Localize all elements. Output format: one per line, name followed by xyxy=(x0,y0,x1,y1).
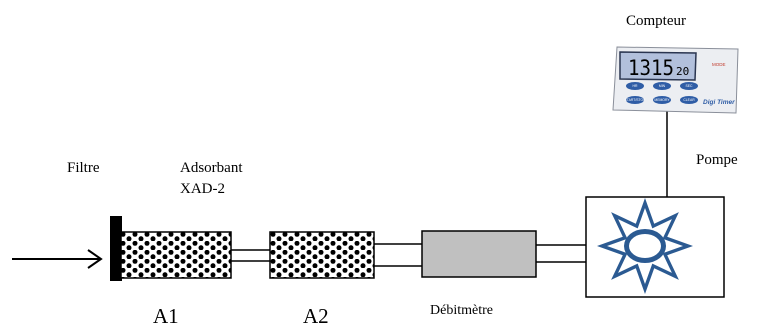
svg-text:CLEAR: CLEAR xyxy=(683,98,695,102)
svg-text:SEC: SEC xyxy=(686,84,694,88)
timer-button: MIN xyxy=(653,82,671,90)
timer-button: MEMORY xyxy=(653,96,671,104)
svg-text:MIN: MIN xyxy=(659,84,666,88)
pump-star-icon xyxy=(597,198,693,294)
timer-button: CLEAR xyxy=(680,96,698,104)
label-filtre: Filtre xyxy=(67,160,100,176)
digital-timer: 1315 20 MODE HR MIN SEC START/STOP MEMOR… xyxy=(612,46,739,114)
pump-star-core-hole xyxy=(629,234,661,258)
timer-display: 1315 xyxy=(628,56,674,80)
connector-a1-a2 xyxy=(231,249,270,262)
label-xad2: XAD-2 xyxy=(180,181,225,197)
label-compteur: Compteur xyxy=(626,13,686,29)
flowmeter xyxy=(421,230,537,278)
timer-button: HR xyxy=(626,82,644,90)
timer-mode-label: MODE xyxy=(712,62,726,67)
timer-display-small: 20 xyxy=(676,65,689,78)
timer-button: START/STOP xyxy=(625,96,647,104)
label-pompe: Pompe xyxy=(696,152,738,168)
label-adsorbant: Adsorbant xyxy=(180,160,243,176)
svg-text:START/STOP: START/STOP xyxy=(625,98,647,102)
label-debitmetre: Débitmètre xyxy=(430,303,493,318)
label-a2: A2 xyxy=(303,304,329,328)
connector-flowmeter-pump xyxy=(536,244,586,263)
label-a1: A1 xyxy=(153,304,179,328)
timer-button: SEC xyxy=(680,82,698,90)
timer-brand: Digi Timer xyxy=(703,99,735,106)
filter-cap xyxy=(110,216,122,281)
svg-text:HR: HR xyxy=(633,84,638,88)
svg-text:MEMORY: MEMORY xyxy=(654,98,670,102)
adsorbent-tube-a1 xyxy=(120,231,232,279)
inlet-arrow xyxy=(12,249,103,269)
connector-a2-flowmeter xyxy=(374,243,422,267)
adsorbent-tube-a2 xyxy=(269,231,375,279)
